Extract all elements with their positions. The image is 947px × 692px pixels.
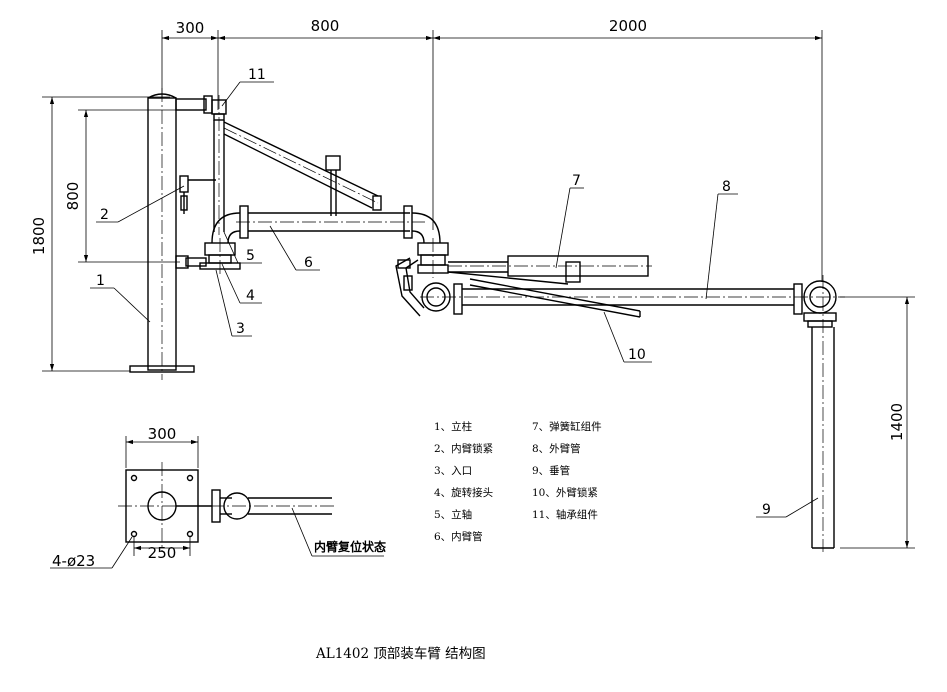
dim-2000-top: 2000 (609, 17, 647, 35)
dim-1800-left: 1800 (30, 217, 48, 255)
callout-10: 10 (628, 347, 646, 363)
bolt-holes-label: 4-ø23 (52, 552, 95, 570)
callout-2: 2 (100, 207, 109, 223)
legend-item-3: 3、入口 (434, 465, 472, 477)
parts-legend: 1、立柱 2、内臂锁紧 3、入口 4、旋转接头 5、立轴 6、内臂管 7、弹簧缸… (434, 420, 602, 543)
callout-7: 7 (572, 173, 581, 189)
support-strut (223, 121, 382, 216)
inner-arm-lock (179, 175, 216, 214)
legend-item-5: 5、立轴 (434, 508, 472, 521)
legend-item-6: 6、内臂管 (434, 530, 483, 543)
spring-cylinder (447, 255, 652, 285)
legend-item-9: 9、垂管 (532, 464, 570, 477)
callout-leaders (90, 81, 819, 518)
dim-250-plan: 250 (148, 544, 177, 562)
outer-arm-hinge (395, 257, 463, 317)
left-dimensions: 1800 800 (30, 96, 180, 372)
callout-4: 4 (246, 288, 255, 304)
drop-pipe (803, 275, 837, 552)
dim-800-top: 800 (311, 17, 340, 35)
callout-8: 8 (722, 179, 731, 195)
retracted-state-note: 内臂复位状态 (314, 539, 386, 554)
bearing-assembly (211, 95, 227, 235)
legend-item-11: 11、轴承组件 (532, 508, 598, 521)
legend-item-1: 1、立柱 (434, 420, 473, 433)
callout-numbers: 1 2 3 4 5 6 7 8 9 10 11 (96, 67, 771, 518)
legend-item-8: 8、外臂管 (532, 442, 581, 455)
legend-item-4: 4、旋转接头 (434, 486, 493, 499)
callout-3: 3 (236, 321, 245, 337)
callout-11: 11 (248, 67, 266, 83)
dim-1400-right: 1400 (888, 403, 906, 441)
drawing-caption: AL1402 顶部装车臂 结构图 (315, 645, 486, 662)
top-dimensions: 300 800 2000 (161, 17, 823, 282)
column-riser (129, 88, 213, 380)
callout-9: 9 (762, 502, 771, 518)
legend-item-10: 10、外臂锁紧 (532, 486, 598, 499)
plan-view: 300 250 4-ø23 内臂复位状态 (50, 425, 386, 570)
outer-swivel-joint (417, 238, 449, 278)
outer-arm-lock (469, 278, 641, 318)
outer-arm-pipe (420, 283, 845, 315)
callout-1: 1 (96, 273, 105, 289)
inlet-swivel-joint (199, 238, 241, 275)
callout-5: 5 (246, 248, 255, 264)
dim-300-plan: 300 (148, 425, 177, 443)
legend-item-7: 7、弹簧缸组件 (532, 420, 602, 433)
right-dimensions: 1400 (840, 296, 915, 549)
dim-300-top: 300 (176, 19, 205, 37)
legend-item-2: 2、内臂锁紧 (434, 442, 493, 455)
callout-6: 6 (304, 255, 313, 271)
dim-800-left: 800 (64, 182, 82, 211)
inner-arm-pipe (211, 205, 441, 244)
